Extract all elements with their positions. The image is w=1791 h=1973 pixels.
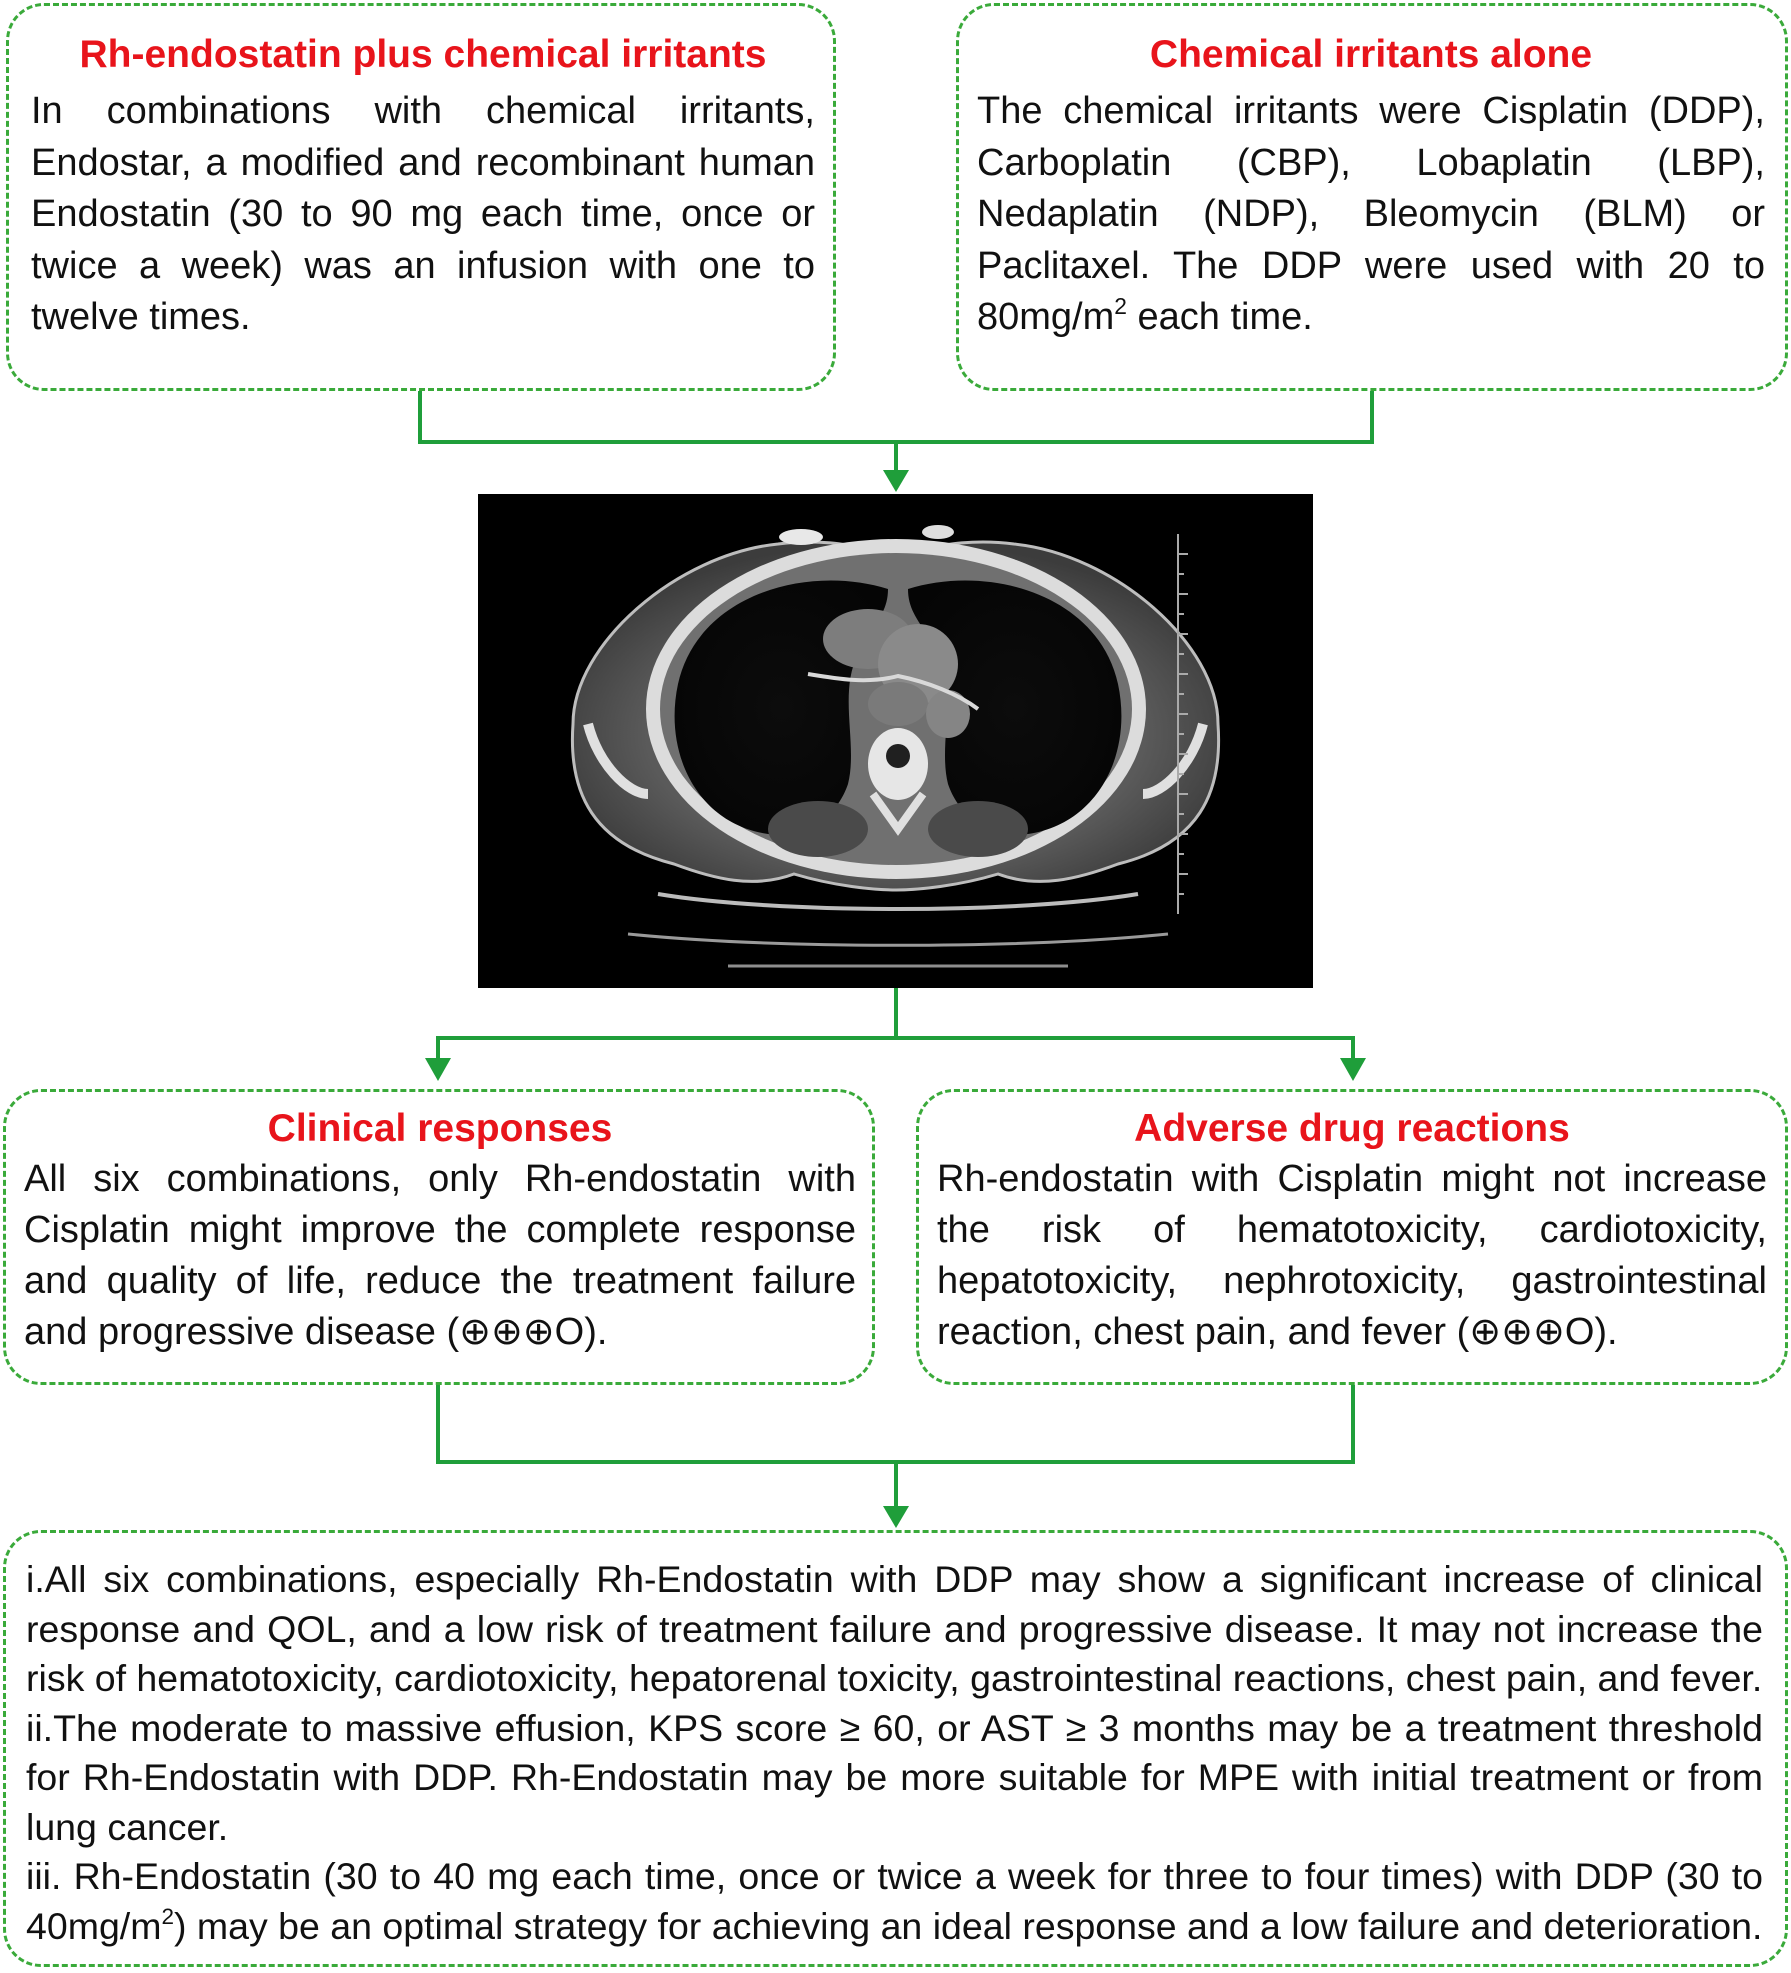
summary-item-3-text: iii. Rh-Endostatin (30 to 40 mg each tim…	[26, 1855, 1763, 1947]
box-rh-endostatin-plus-irritants: Rh-endostatin plus chemical irritants In…	[6, 3, 836, 391]
summary-item-2: ii.The moderate to massive effusion, KPS…	[26, 1706, 1763, 1848]
arrowhead-to-clinical	[425, 1058, 451, 1081]
summary-body: i.All six combinations, especially Rh-En…	[26, 1555, 1763, 1951]
box-adverse-drug-reactions: Adverse drug reactions Rh-endostatin wit…	[916, 1089, 1788, 1385]
connector-split	[436, 1036, 1355, 1060]
box-body: All six combinations, only Rh-endostatin…	[24, 1158, 856, 1353]
box-title: Chemical irritants alone	[1149, 33, 1593, 76]
box-body: The chemical irritants were Cisplatin (D…	[977, 86, 1765, 344]
box-clinical-responses: Clinical responses All six combinations,…	[3, 1089, 875, 1385]
arrowhead-to-image	[883, 470, 909, 492]
connector-bottom-merge	[436, 1385, 1355, 1464]
ct-chest-scan-image	[478, 494, 1313, 988]
box-title: Rh-endostatin plus chemical irritants	[79, 33, 767, 76]
box-body-text: The chemical irritants were Cisplatin (D…	[977, 90, 1765, 338]
box-chemical-irritants-alone: Chemical irritants alone The chemical ir…	[956, 3, 1788, 391]
arrowhead-to-adverse	[1340, 1058, 1366, 1081]
box-title: Clinical responses	[267, 1107, 613, 1150]
box-body: Rh-endostatin with Cisplatin might not i…	[937, 1158, 1767, 1353]
summary-item-1: i.All six combinations, especially Rh-En…	[26, 1558, 1763, 1699]
connector-top-merge	[418, 391, 1374, 444]
summary-item-3-text-end: ) may be an optimal strategy for achievi…	[173, 1904, 1763, 1947]
summary-item-3: iii. Rh-Endostatin (30 to 40 mg each tim…	[26, 1852, 1763, 1951]
box-body: In combinations with chemical irritants,…	[31, 90, 815, 338]
superscript-2: 2	[1114, 293, 1127, 320]
superscript-2: 2	[161, 1903, 174, 1929]
box-body-text-end: each time.	[1126, 296, 1313, 338]
box-summary-conclusions: i.All six combinations, especially Rh-En…	[3, 1530, 1788, 1967]
box-title: Adverse drug reactions	[1134, 1107, 1570, 1150]
arrowhead-to-summary	[883, 1506, 909, 1528]
